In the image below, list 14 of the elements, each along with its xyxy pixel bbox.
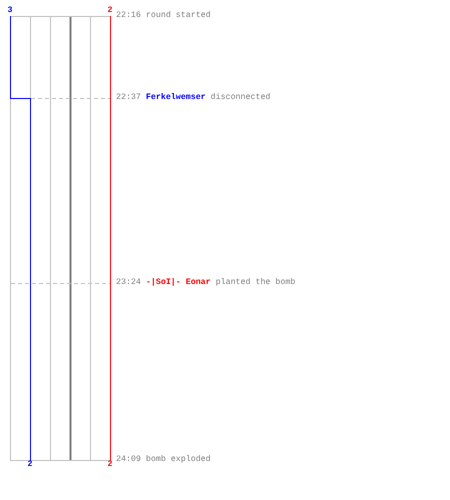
player-count: 2 xyxy=(108,6,112,16)
event-time: 23:24 xyxy=(116,278,141,288)
event-time: 24:09 xyxy=(116,455,141,465)
event-time: 22:37 xyxy=(116,93,141,103)
player-count: 2 xyxy=(28,460,32,470)
event-text: bomb exploded xyxy=(146,455,211,465)
player-name: Ferkelwemser xyxy=(146,93,206,103)
event-text: round started xyxy=(146,11,211,21)
event-text: disconnected xyxy=(210,93,270,103)
event-text: planted the bomb xyxy=(216,278,296,288)
player-count: 3 xyxy=(8,6,12,16)
player-count: 2 xyxy=(108,460,112,470)
event-time: 22:16 xyxy=(116,11,141,21)
player-name: -|SoI|- Eonar xyxy=(146,278,211,288)
